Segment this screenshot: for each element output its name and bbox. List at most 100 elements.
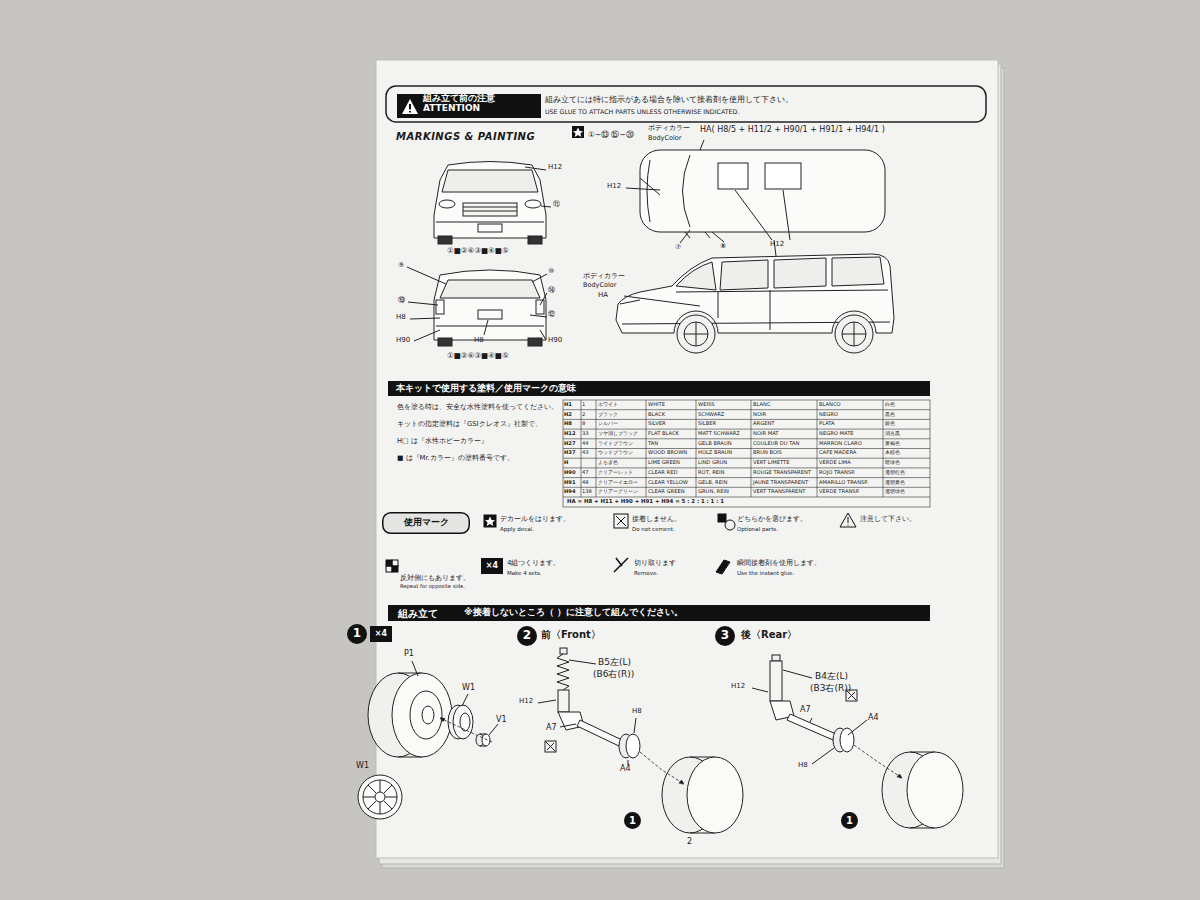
table-cell: 44 <box>582 441 589 447</box>
decal-star-mark <box>572 126 584 138</box>
callout-label: H8 <box>396 314 406 322</box>
node-outline <box>347 624 367 644</box>
table-cell: NEGRO <box>819 412 838 418</box>
table-cell: BRUN BOIS <box>753 450 782 456</box>
callout-label: Apply decal. <box>500 526 534 532</box>
assembly-arrow <box>679 780 684 784</box>
callout-label: 反対側にもあります。 <box>400 575 470 582</box>
callout-label: 切り取ります <box>634 560 676 568</box>
car-side-view <box>676 262 716 290</box>
callout-label: 接着しません。 <box>632 516 681 524</box>
node-outline <box>517 626 537 646</box>
car-side-view <box>684 322 866 346</box>
step-number: 1 <box>347 624 367 644</box>
table-cell: LIME GREEN <box>648 460 680 466</box>
callout-label: HA( H8/5 + H11/2 + H90/1 + H91/1 + H94/1… <box>700 126 885 135</box>
callout-label: Make 4 sets. <box>507 570 542 576</box>
table-cell: 2 <box>582 412 585 418</box>
car-top-view <box>765 163 801 189</box>
decal-star-mark <box>572 126 584 138</box>
table-cell: BLACK <box>648 412 665 418</box>
car-top-view <box>626 188 790 243</box>
heading-band: ×4 <box>370 626 392 642</box>
table-cell: ウッドブラウン <box>598 450 633 456</box>
table-cell: 銀色 <box>885 421 895 427</box>
callout-label: Do not cement. <box>632 526 675 532</box>
callout-label: H□ は『水性ホビーカラー』 <box>397 438 488 445</box>
paper-sheet <box>376 60 1004 868</box>
callout-label: H12 <box>548 164 562 172</box>
car-front-view <box>463 207 517 211</box>
node-text: 本キットで使用する塗料／使用マークの意味 <box>396 384 576 394</box>
step2-front-suspension <box>558 690 569 712</box>
paper-sheet <box>376 60 998 858</box>
node-text: 組み立て <box>398 608 438 619</box>
table-cell: 透明红色 <box>885 470 905 476</box>
table-cell: H1 <box>564 402 572 408</box>
car-top-view <box>640 150 885 232</box>
callout-label: ⑪ <box>553 201 560 209</box>
table-cell: H <box>564 460 568 466</box>
table-cell: 138 <box>582 489 592 495</box>
table-cell: GELB BRAUN <box>698 441 732 447</box>
step3-rear-suspension <box>907 752 963 828</box>
node-text: ATTENTION <box>423 104 480 114</box>
callout-label: Optional parts. <box>737 526 778 532</box>
car-front-view <box>434 162 551 245</box>
node-text: 1 <box>629 815 636 826</box>
usage-mark-icons <box>725 520 735 530</box>
node-text: 使用マーク <box>404 518 449 528</box>
car-side-view <box>774 258 826 288</box>
step1-wheel-drawing <box>482 734 490 746</box>
car-front-view <box>436 222 544 223</box>
car-side-view <box>616 178 894 353</box>
table-cell: 白色 <box>885 402 895 408</box>
table-cell: ROJO TRANSP. <box>819 470 855 476</box>
callout-label: H90 <box>548 337 562 345</box>
car-rear-view <box>436 300 444 314</box>
callout-label: 組み立てには特に指示がある場合を除いて接着剤を使用して下さい。 <box>545 96 793 104</box>
paint-table-grid <box>581 400 883 497</box>
car-top-view <box>626 140 885 243</box>
callout-label: ■ は『Mr.カラー』の塗料番号です。 <box>397 455 514 462</box>
step1-wheel-drawing <box>410 691 442 739</box>
car-front-view <box>528 236 542 244</box>
table-cell: 47 <box>582 470 589 476</box>
car-front-view <box>463 203 517 216</box>
callout-label: デカールをはります。 <box>500 516 570 524</box>
table-cell: VERT TRANSPARENT <box>753 489 805 495</box>
car-rear-view <box>438 338 452 346</box>
table-cell: AMARILLO TRANSP. <box>819 480 868 486</box>
usage-mark-icons <box>386 566 392 572</box>
table-cell: NEGRO MATE <box>819 431 854 437</box>
usage-mark-icons <box>840 513 856 527</box>
table-cell: HA = H8 + H11 + H90 + H91 + H94 = 5 : 2 … <box>567 499 724 505</box>
callout-label: 前〈Front〉 <box>541 629 601 640</box>
car-front-view <box>478 224 502 232</box>
table-cell: SILVER <box>648 421 666 427</box>
step2-front-suspension <box>626 734 640 758</box>
table-cell: WHITE <box>648 402 665 408</box>
table-cell: BLANC <box>753 402 771 408</box>
table-cell: COULEUR DU TAN <box>753 441 799 447</box>
heading-band: ×4 <box>481 558 503 574</box>
table-cell: JAUNE TRANSPARENT <box>753 480 808 486</box>
step1-wheel-drawing <box>358 661 498 819</box>
step1-wheel-drawing <box>422 706 434 724</box>
callout-label: ボディカラー <box>583 273 625 280</box>
node-outline <box>383 513 470 534</box>
car-front-view <box>438 236 452 244</box>
callout-label: どちらかを選びます。 <box>737 516 807 524</box>
table-cell: GRUN, REIN <box>698 489 729 495</box>
table-cell: H27 <box>564 441 576 447</box>
table-cell: H90 <box>564 470 576 476</box>
car-rear-view <box>407 267 547 346</box>
car-side-view <box>720 260 768 290</box>
step1-wheel-drawing <box>358 775 402 819</box>
callout-label: B4左(L) <box>815 672 848 682</box>
step2-front-suspension <box>546 742 555 751</box>
mark-heading-box: 使用マーク <box>382 512 470 534</box>
car-front-view <box>439 200 455 208</box>
table-cell: FLAT BLACK <box>648 431 679 437</box>
table-cell: VERDE LIMA <box>819 460 851 466</box>
